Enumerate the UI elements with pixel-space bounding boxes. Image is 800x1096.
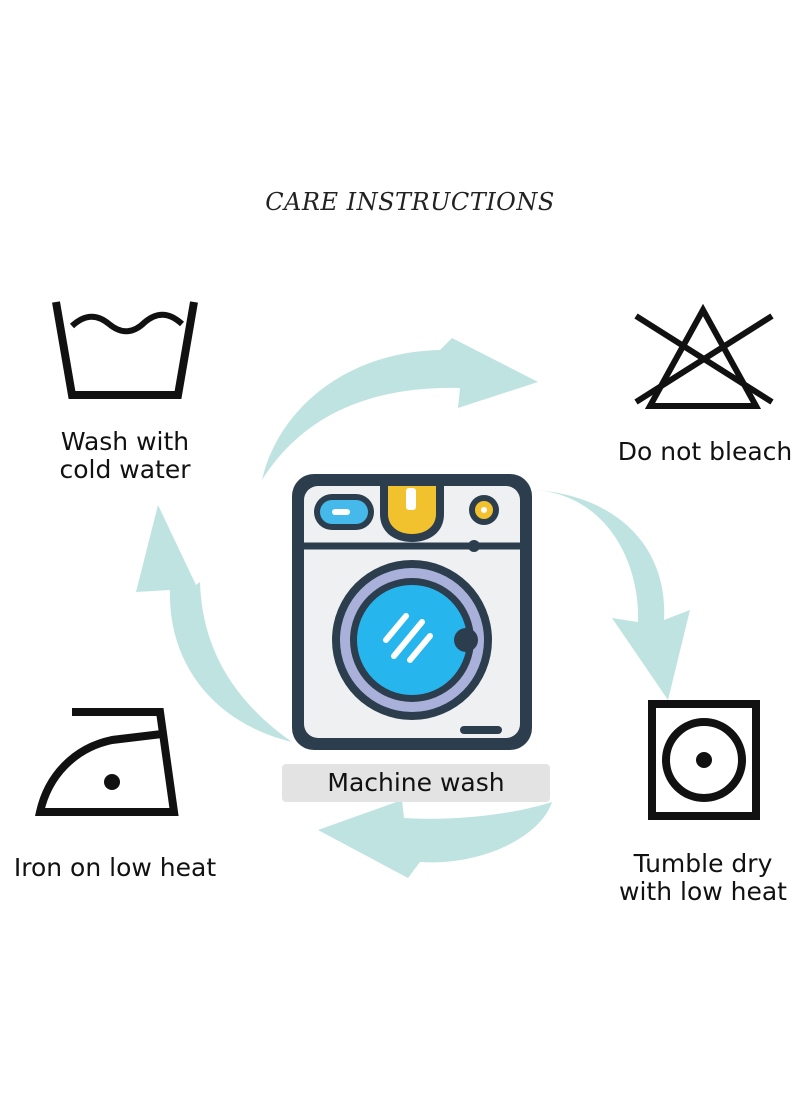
arrow-bottom — [318, 800, 552, 878]
arrow-left — [136, 505, 292, 742]
arrow-right — [535, 490, 690, 700]
wash-basin-icon — [52, 301, 198, 399]
tumble-dry-label: Tumble dry with low heat — [619, 849, 787, 906]
bleach-label: Do not bleach — [617, 437, 793, 466]
iron-icon — [35, 708, 179, 816]
arrow-top — [262, 338, 538, 480]
iron-label: Iron on low heat — [13, 853, 217, 882]
tumble-dry-icon — [648, 700, 760, 820]
machine-wash-label: Machine wash — [282, 764, 550, 802]
wash-label: Wash with cold water — [59, 427, 191, 484]
diagram-title: CARE INSTRUCTIONS — [265, 188, 555, 216]
washing-machine-icon — [292, 474, 532, 750]
no-bleach-icon — [634, 303, 774, 409]
